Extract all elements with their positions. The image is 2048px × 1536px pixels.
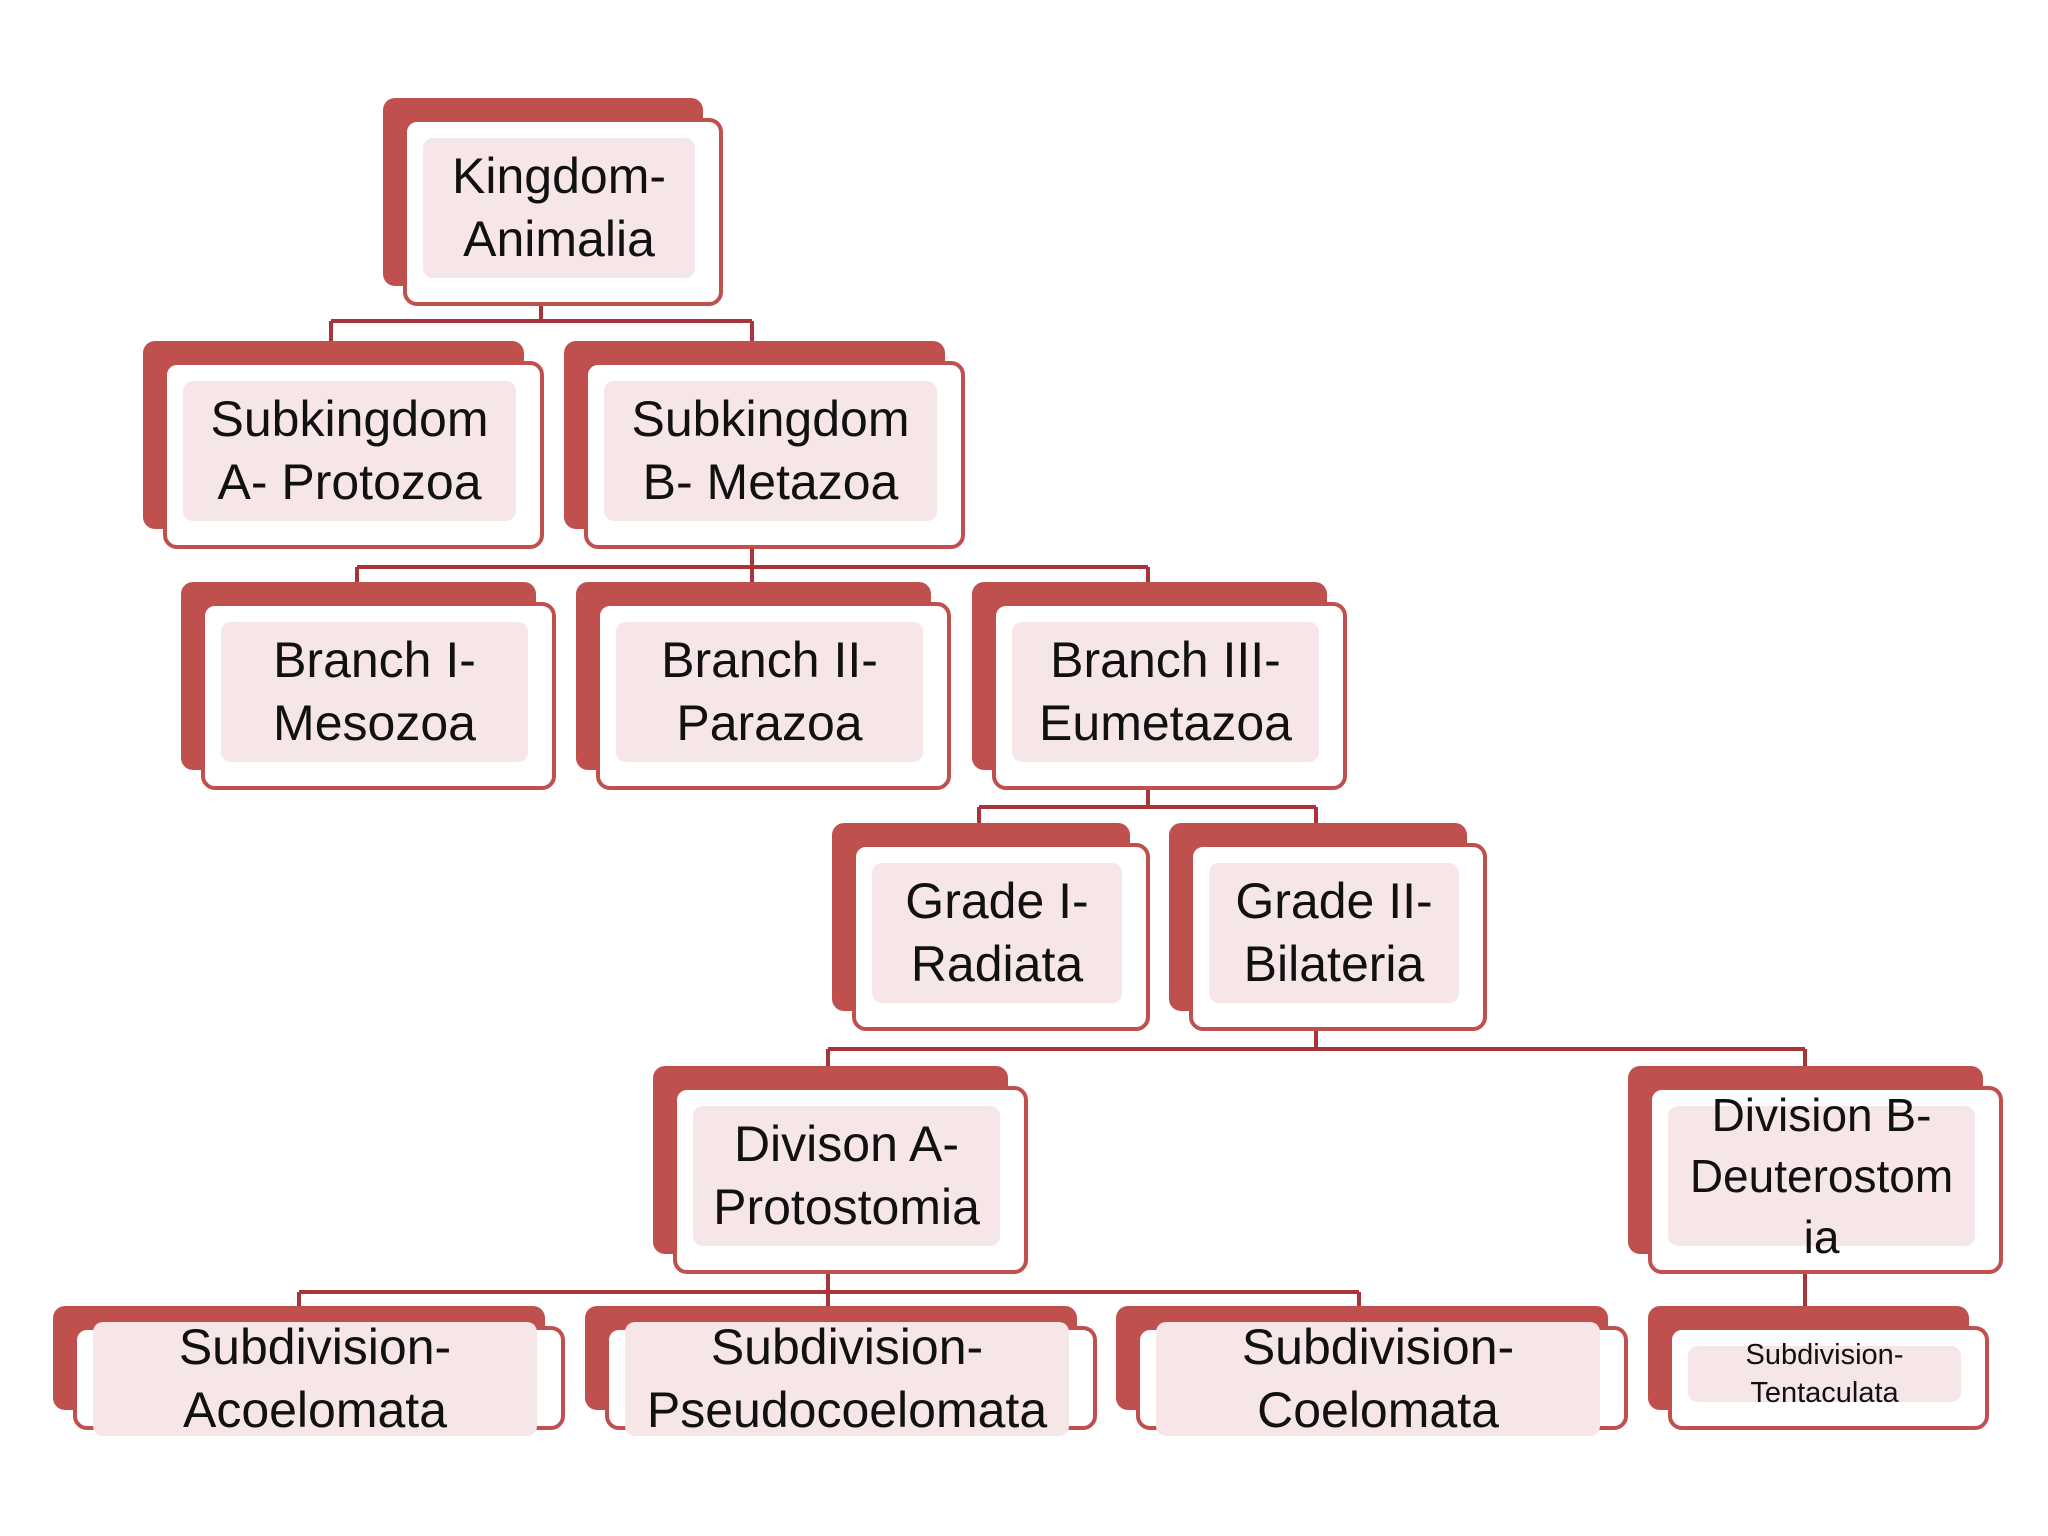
node-label: Grade I- Radiata [872,863,1122,1003]
node-grade-2-bilateria: Grade II- Bilateria [1169,823,1487,1031]
node-subdivision-pseudocoelomata: Subdivision- Pseudocoelomata [585,1306,1097,1438]
node-division-a-protostomia: Divison A- Protostomia [653,1066,1028,1274]
node-label: Subdivision- Pseudocoelomata [625,1319,1069,1438]
node-subdivision-acoelomata: Subdivision- Acoelomata [53,1306,565,1438]
node-branch-2-parazoa: Branch II- Parazoa [576,582,951,790]
node-label: Subdivision- Tentaculata [1688,1339,1961,1409]
node-label: Subkingdom A- Protozoa [183,381,516,521]
node-kingdom-animalia: Kingdom- Animalia [383,98,723,306]
node-label: Division B- Deuterostom ia [1668,1089,1975,1263]
node-branch-3-eumetazoa: Branch III- Eumetazoa [972,582,1347,790]
node-division-b-deuterostomia: Division B- Deuterostom ia [1628,1066,2003,1274]
node-grade-1-radiata: Grade I- Radiata [832,823,1150,1031]
node-subkingdom-a-protozoa: Subkingdom A- Protozoa [143,341,544,549]
node-label: Grade II- Bilateria [1209,863,1459,1003]
node-label: Divison A- Protostomia [693,1106,1000,1246]
node-branch-1-mesozoa: Branch I- Mesozoa [181,582,556,790]
node-label: Subdivision- Acoelomata [93,1319,537,1438]
node-subkingdom-b-metazoa: Subkingdom B- Metazoa [564,341,965,549]
node-label: Subkingdom B- Metazoa [604,381,937,521]
node-label: Subdivision- Coelomata [1156,1319,1600,1438]
node-subdivision-tentaculata: Subdivision- Tentaculata [1648,1306,1989,1430]
node-label: Branch II- Parazoa [616,622,923,762]
node-label: Branch I- Mesozoa [221,622,528,762]
node-subdivision-coelomata: Subdivision- Coelomata [1116,1306,1628,1438]
node-label: Branch III- Eumetazoa [1012,622,1319,762]
node-label: Kingdom- Animalia [423,138,695,278]
